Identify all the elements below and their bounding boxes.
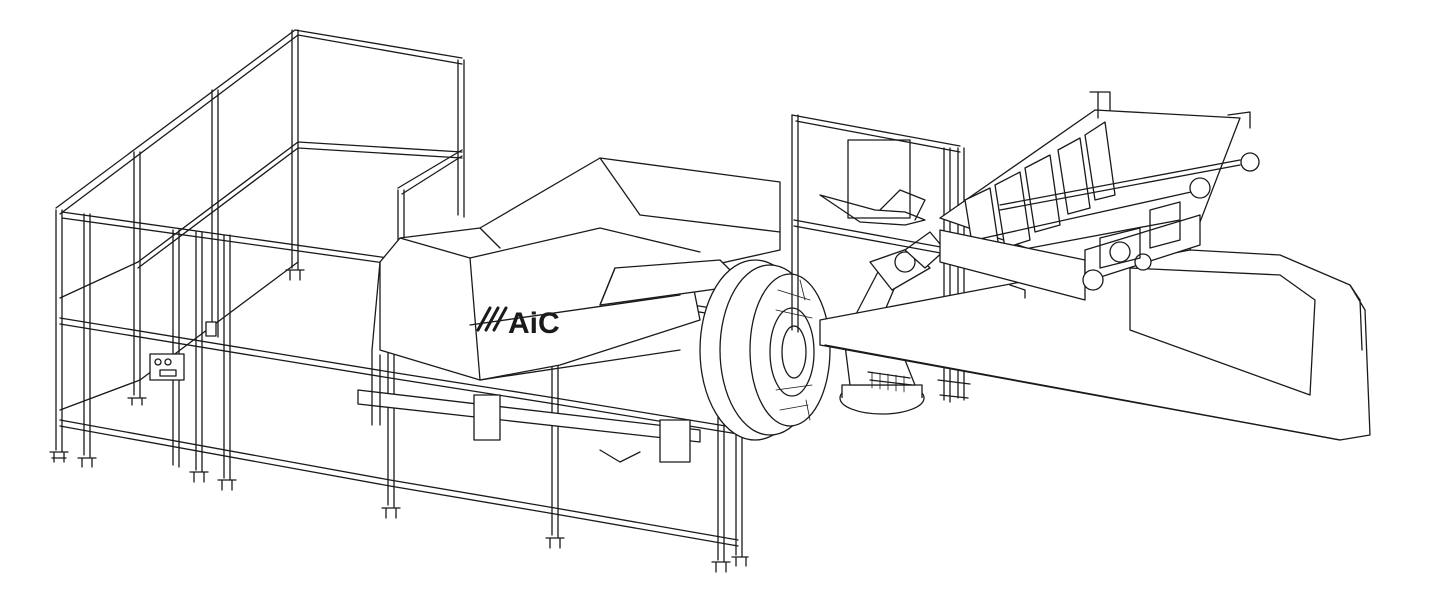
press-housing: AiC [357,157,781,463]
svg-text:AiC: AiC [508,307,560,340]
sawtooth-divider-conveyor [939,91,1260,301]
infeed-chute [791,114,971,403]
rotary-chuck [699,259,831,441]
aic-logo: AiC [476,306,560,340]
loading-ramp [819,221,1371,441]
